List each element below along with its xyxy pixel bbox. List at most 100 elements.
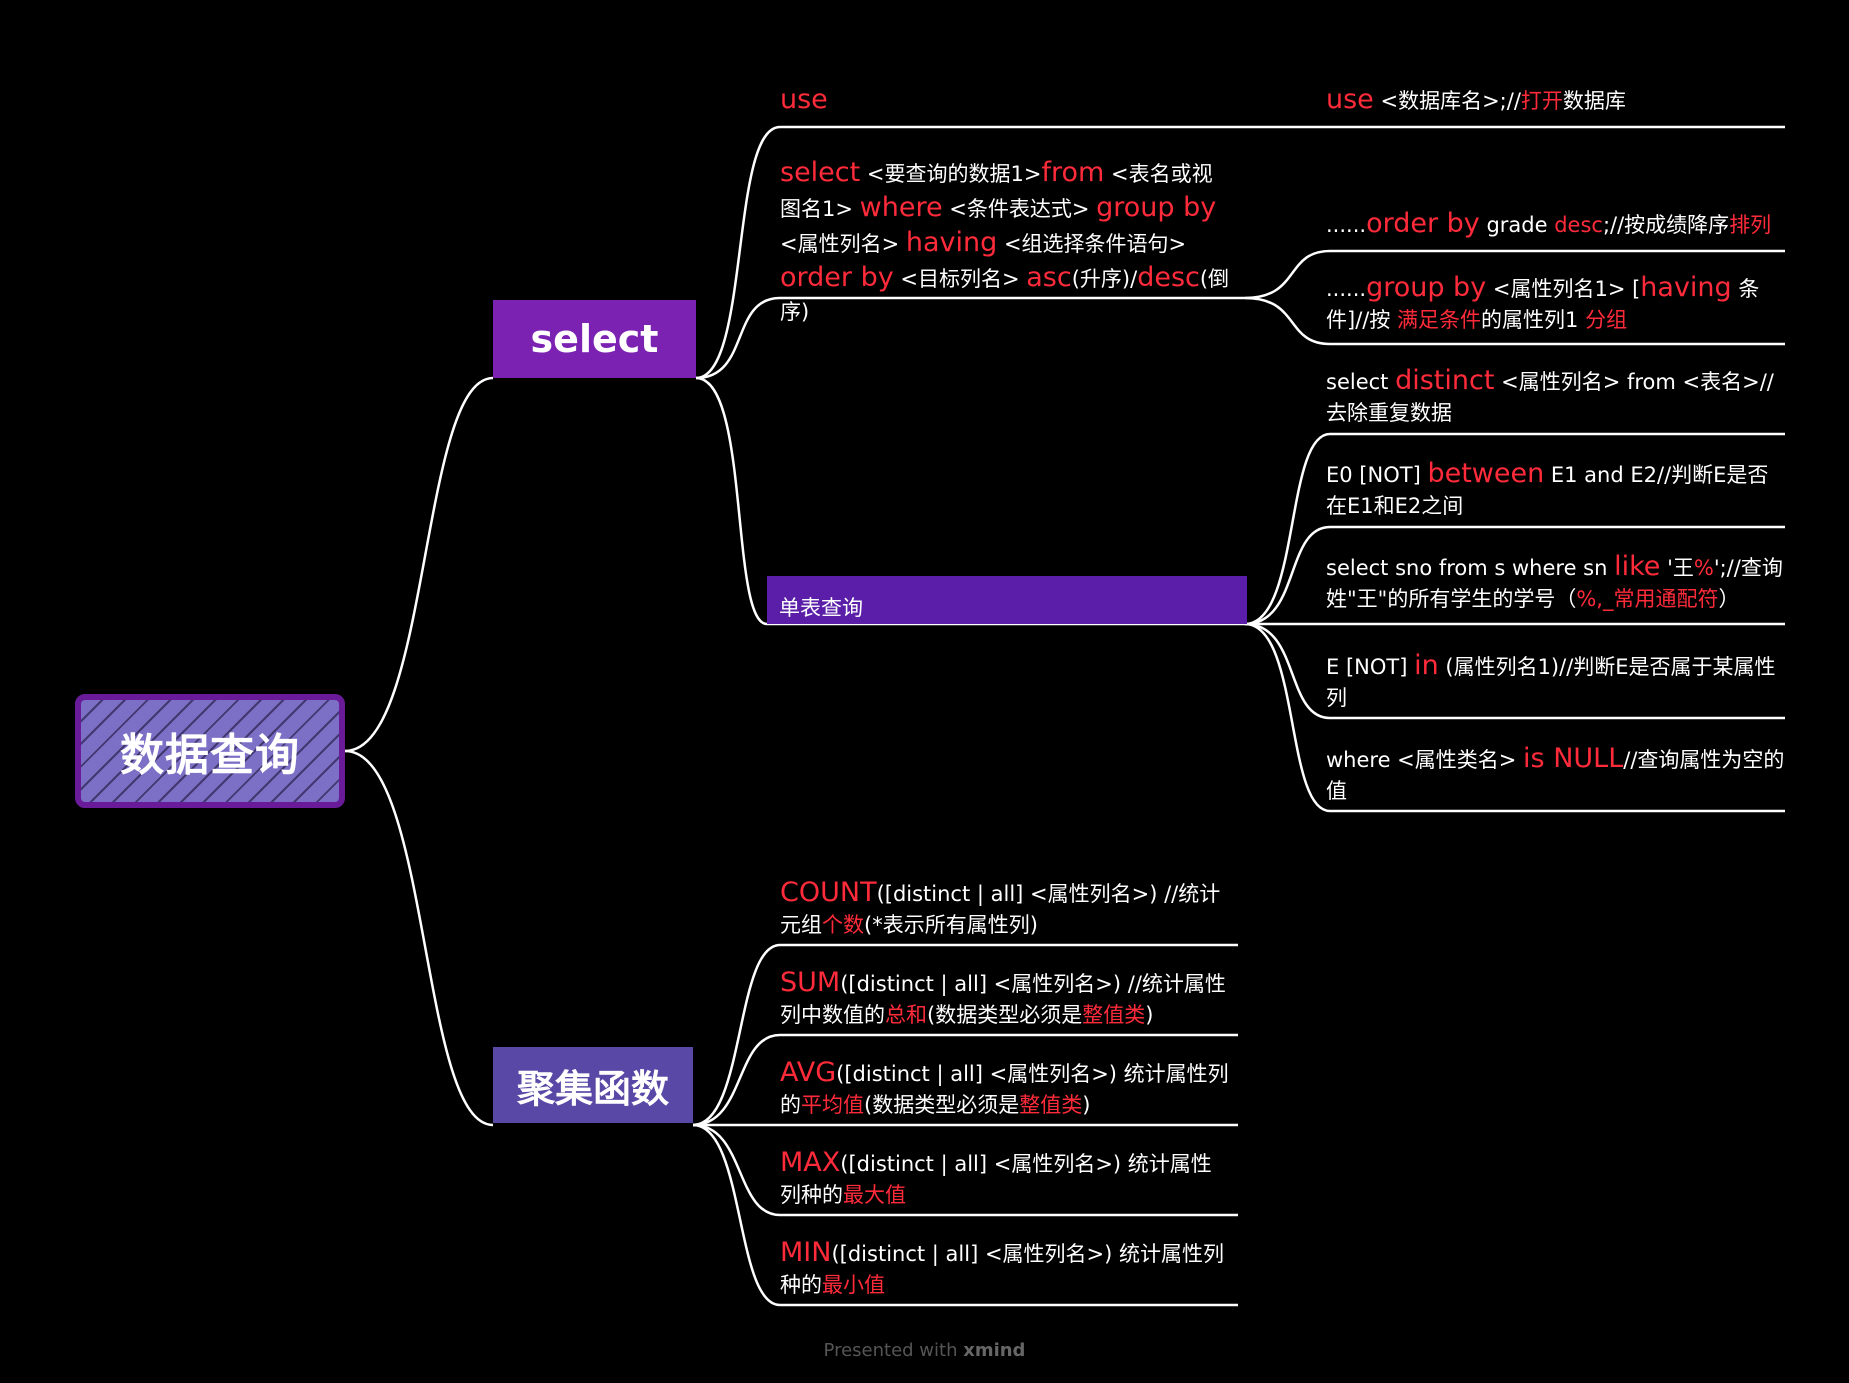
topic-avg[interactable]: AVG([distinct | all] <属性列名>) 统计属性列的平均值(数… [780, 1057, 1230, 1121]
text: <条件表达式> [942, 197, 1097, 221]
text: ([distinct | all] <属性列名>) 统计属性列种的 [780, 1152, 1212, 1207]
text: <属性列名1> [ [1486, 277, 1641, 301]
topic-max[interactable]: MAX([distinct | all] <属性列名>) 统计属性列种的最大值 [780, 1147, 1230, 1211]
kw: is NULL [1523, 743, 1624, 774]
highlight: 打开 [1520, 89, 1563, 113]
text: ;//按成绩降序 [1602, 213, 1730, 237]
highlight: 整值类 [1019, 1093, 1083, 1117]
topic-sum[interactable]: SUM([distinct | all] <属性列名>) //统计属性列中数值的… [780, 967, 1230, 1031]
kw: where [859, 192, 943, 223]
topic-count[interactable]: COUNT([distinct | all] <属性列名>) //统计元组个数(… [780, 877, 1230, 941]
topic-select-syntax[interactable]: select <要查询的数据1>from <表名或视图名1> where <条件… [780, 156, 1230, 329]
text: ';//查询姓"王"的所有学生的学号（ [1326, 556, 1783, 611]
text: ） [1718, 587, 1740, 611]
text: ) [1082, 1093, 1091, 1117]
kw: AVG [780, 1057, 837, 1088]
branch-select[interactable]: select [493, 300, 696, 378]
footer-credit: Presented with xmind [0, 1340, 1849, 1361]
topic-group-by[interactable]: ......group by <属性列名1> [having 条件]//按 满足… [1326, 272, 1786, 336]
root-topic[interactable]: 数据查询 [75, 694, 345, 808]
highlight: 平均值 [801, 1093, 864, 1117]
topic-between[interactable]: E0 [NOT] between E1 and E2//判断E是否在E1和E2之… [1326, 458, 1786, 522]
kw: asc [1026, 262, 1072, 293]
kw: order by [1366, 208, 1480, 239]
topic-use[interactable]: use [780, 84, 828, 117]
topic-use-detail[interactable]: use <数据库名>;//打开数据库 [1326, 84, 1786, 117]
kw: group by [1366, 272, 1487, 303]
topic-is-null[interactable]: where <属性类名> is NULL//查询属性为空的值 [1326, 743, 1786, 807]
topic-order-by[interactable]: ......order by grade desc;//按成绩降序排列 [1326, 208, 1786, 241]
text: select [1326, 370, 1396, 394]
kw: select [780, 157, 861, 188]
text: ...... [1326, 213, 1367, 237]
text: 数据库 [1562, 89, 1626, 113]
text: 的属性列1 [1481, 308, 1586, 332]
kw: having [905, 227, 998, 258]
text: (*表示所有属性列) [864, 913, 1038, 937]
kw: order by [780, 262, 894, 293]
text: <数据库名>;// [1373, 89, 1521, 113]
text: (升序)/ [1071, 267, 1138, 291]
kw: MIN [780, 1237, 832, 1268]
highlight: % [1693, 556, 1714, 580]
topic-min[interactable]: MIN([distinct | all] <属性列名>) 统计属性列种的最小值 [780, 1237, 1230, 1301]
text: ([distinct | all] <属性列名>) 统计属性列种的 [780, 1242, 1225, 1297]
text: where <属性类名> [1326, 748, 1524, 772]
text: grade [1479, 213, 1555, 237]
kw: desc [1137, 262, 1200, 293]
text: ...... [1326, 277, 1367, 301]
footer-prefix: Presented with [823, 1340, 964, 1361]
footer-brand: xmind [963, 1340, 1026, 1361]
text: ([distinct | all] <属性列名>) //统计属性列中数值的 [780, 972, 1226, 1027]
text: <要查询的数据1> [860, 162, 1042, 186]
highlight: 整值类 [1082, 1003, 1146, 1027]
highlight: 最大值 [843, 1183, 906, 1207]
text: (倒序) [780, 267, 1230, 324]
text: <表名或视图名1> [780, 162, 1213, 221]
kw: distinct [1395, 365, 1495, 396]
highlight: 最小值 [822, 1273, 885, 1297]
branch-single-table-label: 单表查询 [779, 596, 863, 620]
topic-in[interactable]: E [NOT] in (属性列名1)//判断E是否属于某属性列 [1326, 650, 1786, 714]
kw: SUM [780, 967, 841, 998]
highlight: 个数 [822, 913, 864, 937]
text: E1 and E2//判断E是否在E1和E2之间 [1326, 463, 1769, 518]
text: (属性列名1)//判断E是否属于某属性列 [1326, 655, 1776, 710]
kw: MAX [780, 1147, 841, 1178]
text: ([distinct | all] <属性列名>) 统计属性列的 [780, 1062, 1229, 1117]
branch-aggregate[interactable]: 聚集函数 [493, 1047, 693, 1123]
text: ) [1145, 1003, 1154, 1027]
text: (数据类型必须是 [927, 1003, 1083, 1027]
kw: use [780, 84, 828, 115]
topic-like[interactable]: select sno from s where sn like '王%';//查… [1326, 551, 1786, 615]
kw: like [1614, 551, 1661, 582]
text: E [NOT] [1326, 655, 1415, 679]
text: ([distinct | all] <属性列名>) //统计元组 [780, 882, 1221, 937]
highlight: 满足条件 [1397, 308, 1482, 332]
highlight: 排列 [1729, 213, 1772, 237]
highlight: %,_常用通配符 [1576, 587, 1719, 611]
highlight: 分组 [1585, 308, 1628, 332]
kw: in [1414, 650, 1439, 681]
highlight: desc [1554, 213, 1603, 237]
kw: group by [1096, 192, 1217, 223]
kw: COUNT [780, 877, 877, 908]
text: <属性列名> [780, 232, 906, 256]
highlight: 总和 [885, 1003, 927, 1027]
kw: from [1041, 157, 1105, 188]
text: select sno from s where sn [1326, 556, 1615, 580]
kw: between [1427, 458, 1545, 489]
branch-aggregate-label: 聚集函数 [516, 1066, 669, 1111]
text: <目标列名> [893, 267, 1027, 291]
text: E0 [NOT] [1326, 463, 1428, 487]
text: <属性列名> from <表名>//去除重复数据 [1326, 370, 1774, 425]
text: '王 [1660, 556, 1694, 580]
text: <组选择条件语句> [997, 232, 1187, 256]
root-label: 数据查询 [120, 730, 300, 781]
topic-distinct[interactable]: select distinct <属性列名> from <表名>//去除重复数据 [1326, 365, 1786, 429]
text: (数据类型必须是 [864, 1093, 1020, 1117]
branch-single-table[interactable]: 单表查询 [767, 576, 1247, 624]
branch-select-label: select [530, 317, 659, 361]
text: //查询属性为空的值 [1326, 748, 1785, 803]
